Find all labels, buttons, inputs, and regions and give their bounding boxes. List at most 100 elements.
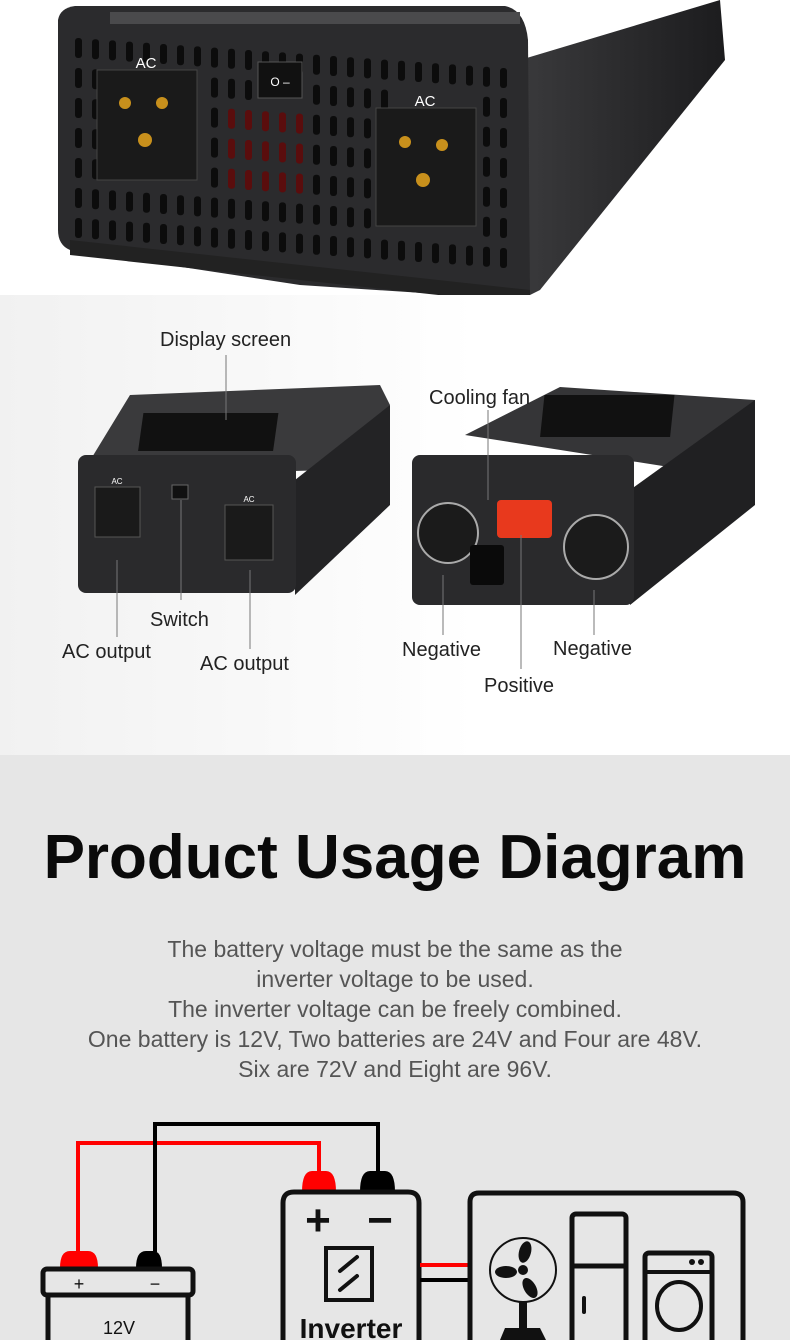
vent-slot [177, 45, 184, 66]
vent-slot [126, 41, 133, 62]
vent-slot [262, 141, 269, 162]
ac-socket-right [375, 107, 477, 227]
negative-terminal [470, 545, 504, 585]
switch-label: O – [270, 75, 290, 89]
vent-slot [313, 84, 320, 105]
vent-slot [279, 232, 286, 253]
vent-slot [500, 68, 507, 88]
vent-slot [296, 233, 303, 254]
vent-slot [143, 192, 150, 213]
vent-slot [415, 242, 422, 262]
vent-slot [143, 222, 150, 243]
usage-line: The inverter voltage can be freely combi… [168, 996, 622, 1022]
fan-icon [489, 1237, 557, 1340]
vent-slot [449, 244, 456, 265]
vent-slot [330, 236, 337, 256]
vent-slot [92, 189, 99, 210]
usage-title: Product Usage Diagram [43, 823, 747, 892]
vent-slot [245, 230, 252, 250]
vent-slot [228, 228, 235, 249]
inverter-minus-sign: − [367, 1196, 393, 1245]
battery-icon: + − 12V [40, 1251, 196, 1340]
vent-slot [194, 226, 201, 247]
vent-slot [466, 245, 473, 266]
vent-slot [228, 48, 235, 69]
vent-slot [313, 174, 320, 195]
inverter-icon: + − Inverter [280, 1171, 422, 1340]
vent-slot [228, 168, 235, 189]
vent-slot [160, 44, 167, 64]
fridge-icon [569, 1211, 629, 1340]
vent-slot [364, 118, 371, 139]
cooling-fan-left [417, 502, 479, 564]
vent-slot [483, 246, 490, 267]
callout-ac-output-left: AC output [62, 641, 151, 663]
vent-slot [364, 208, 371, 229]
vent-slot [211, 197, 218, 218]
vent-slot [75, 188, 82, 208]
vent-slot [109, 190, 116, 211]
vent-slot [75, 158, 82, 178]
vent-slot [177, 195, 184, 216]
socket-label: AC [415, 93, 436, 110]
vent-slot [245, 110, 252, 130]
appliances-box [467, 1190, 746, 1340]
callout-negative-right: Negative [553, 638, 632, 660]
vent-slot [347, 87, 354, 108]
vent-slot [194, 196, 201, 217]
vent-slot [126, 191, 133, 212]
vent-slot [381, 239, 388, 260]
vent-slot [364, 58, 371, 79]
vent-slot [483, 96, 490, 117]
vent-slot [500, 128, 507, 148]
vent-slot [75, 218, 82, 238]
socket-label: AC [243, 495, 254, 504]
vent-slot [432, 63, 439, 84]
vent-slot [109, 220, 116, 241]
vent-slot [347, 177, 354, 198]
vent-slot [126, 221, 133, 242]
vent-slot [500, 248, 507, 268]
battery-voltage-label: 12V [103, 1318, 135, 1338]
vent-slot [160, 194, 167, 214]
vent-slot [483, 66, 490, 87]
vent-slot [296, 143, 303, 164]
vent-slot [245, 200, 252, 220]
vent-slot [313, 114, 320, 135]
vent-slot [364, 88, 371, 109]
vent-slot [143, 42, 150, 63]
vent-slot [296, 203, 303, 224]
vent-slot [500, 218, 507, 238]
vent-slot [381, 59, 388, 80]
vent-slot [330, 206, 337, 226]
battery-plus-sign: + [74, 1274, 85, 1294]
power-switch[interactable] [257, 61, 303, 99]
positive-wire [76, 1141, 321, 1252]
vent-slot [262, 201, 269, 222]
vent-slot [330, 86, 337, 106]
usage-description: The battery voltage must be the same as … [0, 934, 790, 1084]
product-views: AC AC Display screen Cooling fan Switch … [0, 295, 790, 755]
vent-slot [279, 112, 286, 133]
callout-ac-output-right: AC output [200, 653, 289, 675]
vent-slot [415, 62, 422, 82]
callout-negative-left: Negative [402, 639, 481, 661]
vent-slot [296, 113, 303, 134]
vent-slot [75, 98, 82, 118]
vent-slot [92, 39, 99, 60]
vent-slot [381, 89, 388, 110]
vent-slot [500, 188, 507, 208]
vent-slot [194, 46, 201, 67]
usage-section [0, 755, 790, 1340]
vent-slot [398, 240, 405, 261]
usage-line: One battery is 12V, Two batteries are 24… [87, 1026, 703, 1052]
vent-slot [262, 231, 269, 252]
vent-slot [364, 238, 371, 259]
callout-cooling-fan: Cooling fan [429, 387, 531, 409]
vent-slot [279, 142, 286, 163]
vent-slot [449, 64, 456, 85]
ac-socket-left [96, 69, 198, 181]
vent-slot [245, 140, 252, 160]
vent-slot [279, 172, 286, 193]
vent-slot [92, 219, 99, 240]
